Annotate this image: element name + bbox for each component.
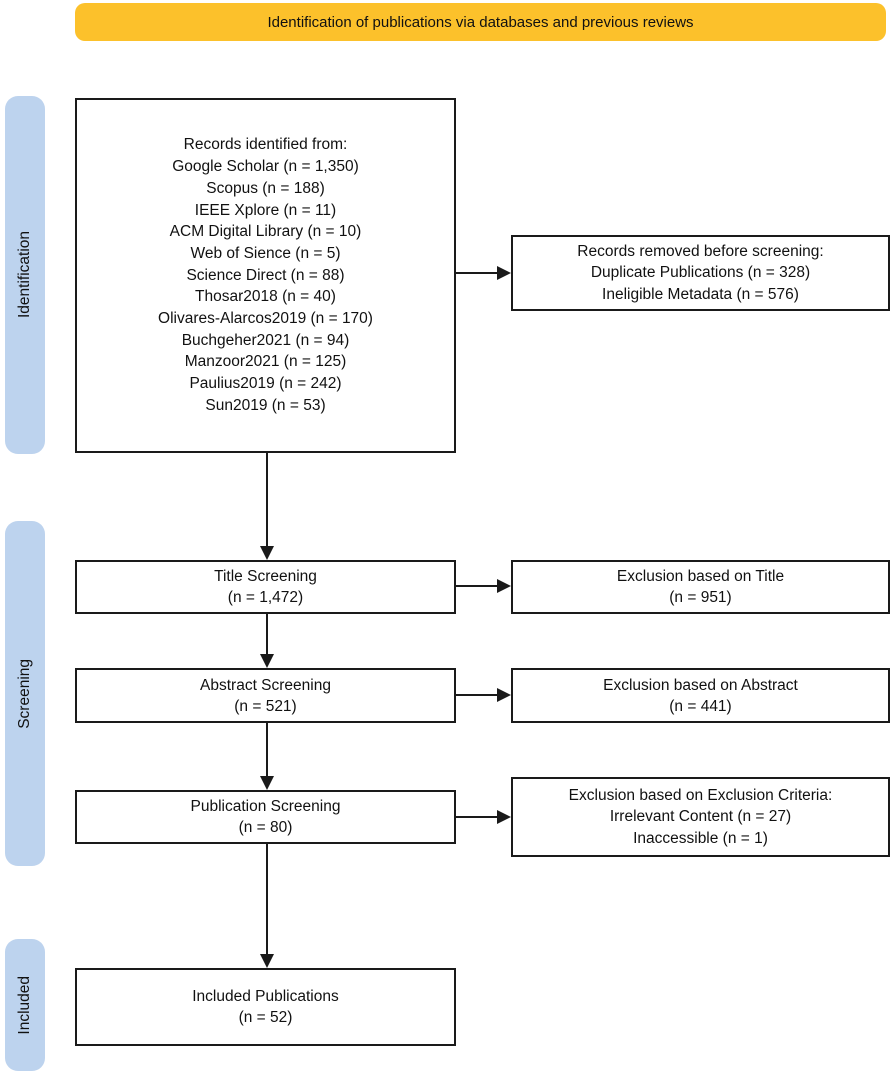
stage-label-included: Included bbox=[5, 939, 45, 1071]
box-text-line: Exclusion based on Title bbox=[616, 568, 785, 585]
box-text-line: Exclusion based on Abstract bbox=[603, 676, 798, 694]
box-text-line: (n = 521) bbox=[234, 697, 297, 715]
arrow-title-to-exclusion-line bbox=[456, 585, 499, 587]
box-text-line: Manzoor2021 (n = 125) bbox=[184, 353, 347, 371]
box-text-line: Inaccessible (n = 1) bbox=[633, 829, 768, 847]
box-exclusion-criteria: Exclusion based on Exclusion Criteria: Ir… bbox=[511, 777, 890, 857]
box-records-removed: Records removed before screening: Duplica… bbox=[511, 235, 890, 311]
arrow-publication-to-included-line bbox=[266, 844, 268, 956]
arrow-records-to-title-head-icon bbox=[260, 546, 274, 560]
arrow-records-to-removed-head-icon bbox=[497, 266, 511, 280]
header-banner-label: Identification of publications via datab… bbox=[267, 13, 694, 31]
stage-label-screening: Screening bbox=[5, 521, 45, 866]
arrow-abstract-to-publication-head-icon bbox=[260, 776, 274, 790]
arrow-title-to-abstract-head-icon bbox=[260, 654, 274, 668]
box-text-line: Exclusion based on Exclusion Criteria: bbox=[568, 786, 833, 804]
stage-label-identification-text: Identification bbox=[16, 231, 33, 319]
stage-label-screening-text: Screening bbox=[16, 658, 33, 729]
box-text-line: Irrelevant Content (n = 27) bbox=[609, 808, 792, 826]
box-text-line: Buchgeher2021 (n = 94) bbox=[181, 331, 350, 349]
box-text-line: ACM Digital Library (n = 10) bbox=[169, 223, 362, 241]
arrow-title-to-exclusion-head-icon bbox=[497, 579, 511, 593]
box-text-line: Paulius2019 (n = 242) bbox=[189, 375, 342, 393]
box-text-line: (n = 951) bbox=[669, 589, 732, 606]
box-text-line: Thosar2018 (n = 40) bbox=[195, 288, 336, 306]
box-included-publications: Included Publications (n = 52) bbox=[75, 968, 456, 1046]
stage-label-identification: Identification bbox=[5, 96, 45, 454]
box-text-line: Ineligible Metadata (n = 576) bbox=[602, 285, 799, 303]
arrow-publication-to-exclusion-head-icon bbox=[497, 810, 511, 824]
box-text-line: Duplicate Publications (n = 328) bbox=[590, 264, 811, 282]
box-text-line: Sun2019 (n = 53) bbox=[205, 396, 326, 414]
box-text-line: Included Publications bbox=[192, 987, 339, 1005]
box-text-line: (n = 441) bbox=[669, 697, 732, 715]
arrow-abstract-to-exclusion-line bbox=[456, 694, 499, 696]
box-text-line: Web of Sience (n = 5) bbox=[190, 244, 341, 262]
arrow-records-to-removed-line bbox=[456, 272, 499, 274]
box-records-identified: Records identified from: Google Scholar (… bbox=[75, 98, 456, 453]
box-abstract-screening: Abstract Screening (n = 521) bbox=[75, 668, 456, 723]
arrow-publication-to-exclusion-line bbox=[456, 816, 499, 818]
arrow-records-to-title-line bbox=[266, 453, 268, 548]
box-text-line: Records identified from: bbox=[183, 136, 348, 154]
box-text-line: Records removed before screening: bbox=[577, 242, 824, 260]
box-text-line: (n = 1,472) bbox=[227, 589, 304, 606]
box-text-line: Scopus (n = 188) bbox=[206, 179, 325, 197]
box-text-line: Olivares-Alarcos2019 (n = 170) bbox=[158, 310, 373, 328]
box-title-screening: Title Screening (n = 1,472) bbox=[75, 560, 456, 614]
box-text-line: Google Scholar (n = 1,350) bbox=[172, 158, 359, 176]
box-exclusion-title: Exclusion based on Title (n = 951) bbox=[511, 560, 890, 614]
box-text-line: Abstract Screening bbox=[200, 676, 331, 694]
box-text-line: Science Direct (n = 88) bbox=[186, 266, 345, 284]
box-exclusion-abstract: Exclusion based on Abstract (n = 441) bbox=[511, 668, 890, 723]
box-text-line: IEEE Xplore (n = 11) bbox=[194, 201, 337, 219]
arrow-title-to-abstract-line bbox=[266, 614, 268, 656]
box-text-line: (n = 52) bbox=[238, 1009, 293, 1026]
box-text-line: Title Screening bbox=[214, 568, 317, 585]
box-text-line: Publication Screening bbox=[190, 798, 341, 815]
arrow-publication-to-included-head-icon bbox=[260, 954, 274, 968]
box-publication-screening: Publication Screening (n = 80) bbox=[75, 790, 456, 844]
box-text-line: (n = 80) bbox=[238, 819, 293, 836]
stage-label-included-text: Included bbox=[16, 975, 33, 1035]
arrow-abstract-to-exclusion-head-icon bbox=[497, 688, 511, 702]
arrow-abstract-to-publication-line bbox=[266, 723, 268, 778]
header-banner: Identification of publications via datab… bbox=[75, 3, 886, 41]
